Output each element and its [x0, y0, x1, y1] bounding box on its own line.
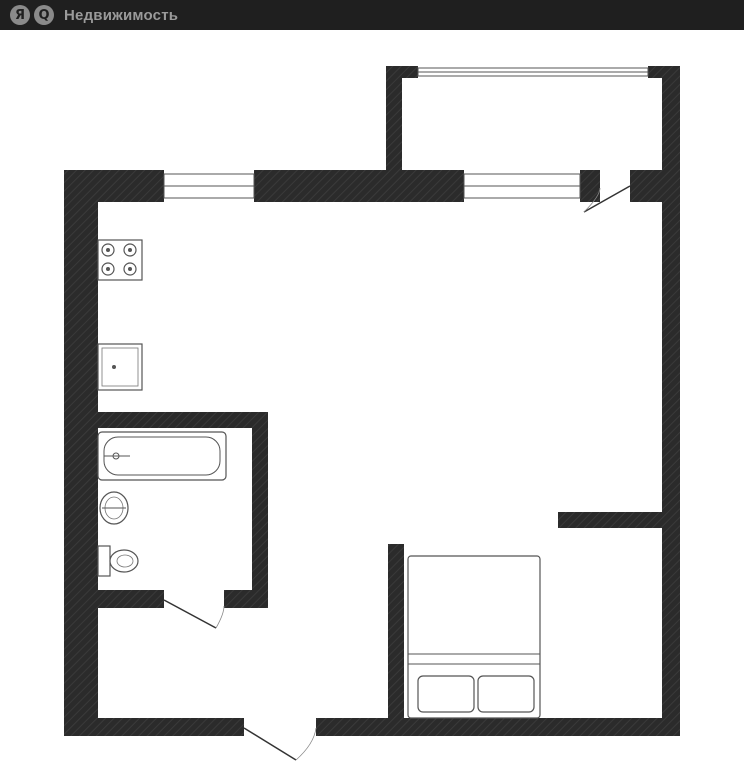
partition-wall [558, 512, 664, 528]
logo-letter-q-icon: Q [34, 5, 54, 25]
outer-walls [64, 66, 680, 736]
window-left [163, 173, 255, 199]
bathtub-icon [97, 431, 227, 481]
niche-wall [388, 544, 404, 720]
toilet-icon [97, 545, 139, 577]
washbasin-icon [99, 491, 129, 525]
logo-letter-ya-icon: Я [10, 5, 30, 25]
bathroom-walls [98, 412, 268, 608]
stove-icon [97, 239, 143, 281]
window-right [463, 173, 581, 199]
kitchen-sink-icon [97, 343, 143, 391]
entrance-door [243, 727, 317, 761]
top-bar: Я Q Недвижимость [0, 0, 744, 30]
bed-icon [407, 555, 541, 719]
balcony-glazing [417, 67, 649, 77]
balcony-door [583, 185, 631, 213]
brand-logo[interactable]: Я Q Недвижимость [10, 5, 178, 25]
bathroom-door [163, 599, 225, 629]
brand-name: Недвижимость [64, 6, 179, 24]
floor-plan [64, 66, 680, 761]
